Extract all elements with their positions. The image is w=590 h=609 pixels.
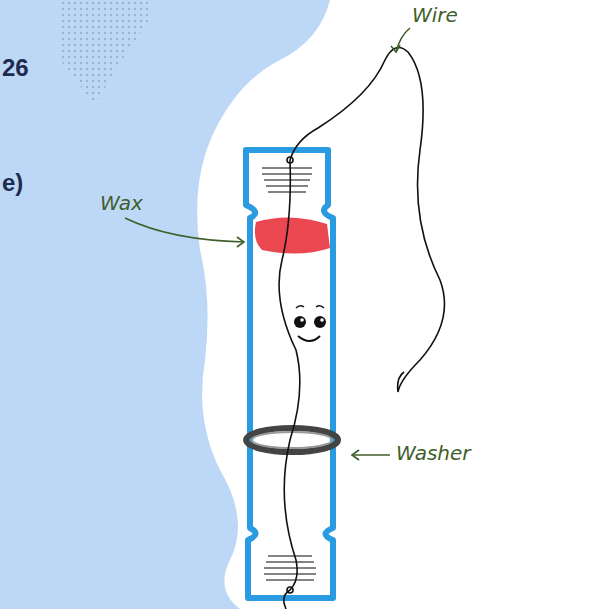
face	[294, 306, 326, 341]
wax-blob	[255, 217, 330, 253]
washer-label: Washer	[396, 442, 471, 464]
wax-label: Wax	[100, 192, 143, 214]
leader-arrows	[125, 28, 410, 460]
side-text: e)	[2, 170, 23, 196]
white-blob	[197, 0, 590, 609]
wire-label: Wire	[412, 4, 458, 26]
wire	[279, 48, 444, 609]
page-number: 26	[2, 55, 29, 81]
dot-texture	[60, 0, 150, 105]
